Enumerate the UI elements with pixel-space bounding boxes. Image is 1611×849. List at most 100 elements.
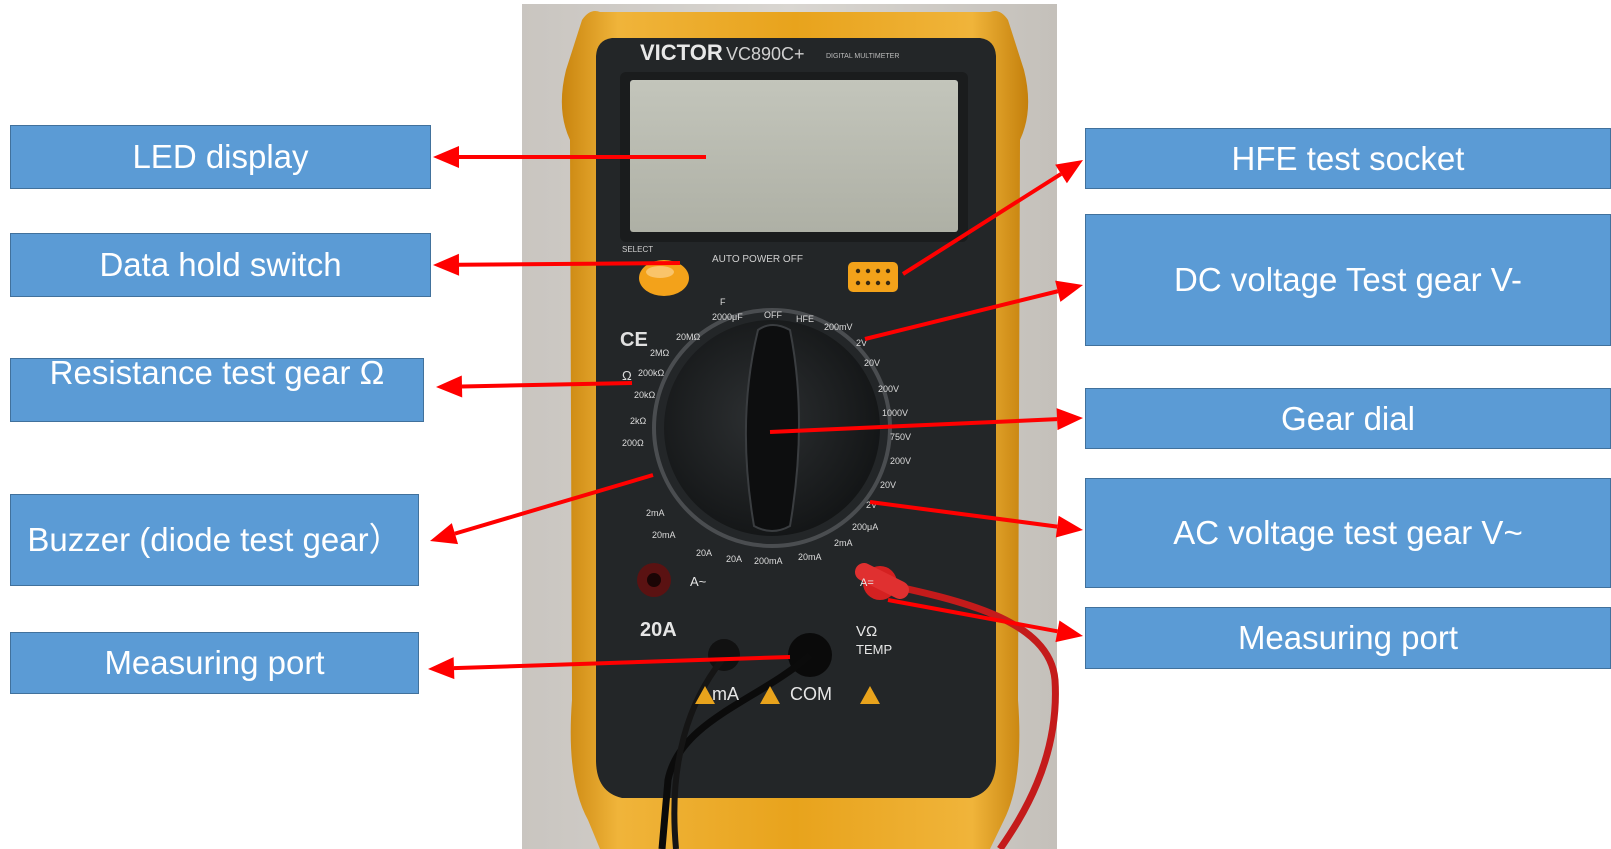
jack-20a-inner bbox=[647, 573, 661, 587]
port-label-a-ac: A~ bbox=[690, 574, 707, 589]
callout-arrows bbox=[428, 146, 1083, 680]
arrow-resistance-test-gear-head bbox=[436, 375, 463, 398]
label-gear-dial-text: Gear dial bbox=[1281, 399, 1415, 437]
warning-triangle-v bbox=[860, 686, 880, 704]
lcd-screen bbox=[630, 80, 958, 232]
dial-label-200ua: 200μA bbox=[852, 522, 878, 532]
dial-label-ac200v: 200V bbox=[890, 456, 911, 466]
dial-label-200ohm: 200Ω bbox=[622, 438, 644, 448]
port-label-temp: TEMP bbox=[856, 642, 892, 657]
dial-label-2v: 2V bbox=[856, 338, 867, 348]
brand-text: VICTOR bbox=[640, 40, 723, 65]
arrow-gear-dial-head bbox=[1056, 408, 1083, 431]
label-led-display: LED display bbox=[10, 125, 431, 189]
dial-label-off: OFF bbox=[764, 310, 782, 320]
dial-label-2ma: 2mA bbox=[834, 538, 853, 548]
arrow-data-hold-switch bbox=[433, 253, 681, 276]
label-resistance-test-gear: Resistance test gear Ω bbox=[10, 358, 424, 422]
label-data-hold-switch-text: Data hold switch bbox=[99, 246, 342, 283]
jack-ma[interactable] bbox=[708, 639, 740, 671]
dial-label-200v: 200V bbox=[878, 384, 899, 394]
dial-label-cap: 2000μF bbox=[712, 312, 743, 322]
label-hfe-test-socket-text: HFE test socket bbox=[1231, 139, 1465, 177]
model-subtitle-text: DIGITAL MULTIMETER bbox=[826, 53, 899, 60]
arrow-measuring-port-left-shaft bbox=[453, 655, 791, 671]
label-measuring-port-right-text: Measuring port bbox=[1237, 619, 1459, 656]
port-label-ma: mA bbox=[712, 684, 739, 704]
arrow-data-hold-switch-head bbox=[433, 253, 460, 276]
red-probe-plug bbox=[855, 563, 909, 599]
arrow-gear-dial-shaft bbox=[769, 417, 1058, 434]
red-probe-lead bbox=[879, 579, 1059, 849]
ce-mark: CE bbox=[620, 329, 648, 351]
dial-label-left-2ma: 2mA bbox=[646, 508, 665, 518]
select-text: SELECT bbox=[622, 245, 653, 254]
black-probe-lead bbox=[658, 652, 813, 849]
label-led-display-text: LED display bbox=[132, 138, 309, 175]
arrow-buzzer-shaft bbox=[454, 473, 654, 536]
auto-power-off-text: AUTO POWER OFF bbox=[712, 254, 803, 265]
label-measuring-port-left-text: Measuring port bbox=[104, 644, 325, 681]
dial-label-left-20a: 20A bbox=[696, 548, 712, 558]
label-gear-dial: Gear dial bbox=[1085, 388, 1611, 449]
label-hfe-test-socket: HFE test socket bbox=[1085, 128, 1611, 189]
arrow-hfe-test-socket-shaft bbox=[901, 172, 1063, 276]
label-ac-voltage-test-gear: AC voltage test gear V~ bbox=[1085, 478, 1611, 588]
dial-label-ac20v: 20V bbox=[880, 480, 896, 490]
arrow-measuring-port-right-shaft bbox=[887, 598, 1058, 634]
warning-triangle-com bbox=[760, 686, 780, 704]
arrow-resistance-test-gear-shaft bbox=[461, 381, 633, 389]
dial-label-200mv: 200mV bbox=[824, 322, 853, 332]
model-text: VC890C+ bbox=[726, 44, 805, 64]
dial-label-1000v: 1000V bbox=[882, 408, 908, 418]
port-label-com: COM bbox=[790, 684, 832, 704]
arrow-measuring-port-left-head bbox=[428, 657, 455, 680]
dial-label-20v: 20V bbox=[864, 358, 880, 368]
arrow-resistance-test-gear bbox=[436, 375, 633, 398]
hfe-socket bbox=[848, 262, 898, 292]
label-buzzer-text: Buzzer (diode test gear） bbox=[27, 521, 402, 558]
arrow-hfe-test-socket-head bbox=[1055, 160, 1083, 184]
arrow-led-display bbox=[433, 146, 706, 168]
port-label-20a: 20A bbox=[640, 619, 677, 641]
hold-button[interactable] bbox=[639, 260, 689, 296]
arrow-measuring-port-right bbox=[887, 598, 1083, 643]
arrow-ac-voltage-test-gear-shaft bbox=[869, 500, 1058, 529]
label-ac-voltage-test-gear-text: AC voltage test gear V~ bbox=[1173, 514, 1523, 551]
arrow-dc-voltage-test-gear-head bbox=[1055, 280, 1083, 302]
warning-triangle-ma bbox=[695, 686, 715, 704]
label-resistance-test-gear-text: Resistance test gear Ω bbox=[49, 358, 385, 391]
arrow-buzzer bbox=[430, 473, 654, 545]
arrow-buzzer-head bbox=[430, 523, 459, 545]
dial-label-2mohm: 2MΩ bbox=[650, 348, 670, 358]
hold-button-highlight bbox=[646, 266, 674, 278]
dial-label-20a: 20A bbox=[726, 554, 742, 564]
dial-label-200kohm: 200kΩ bbox=[638, 368, 665, 378]
arrow-led-display-head bbox=[433, 146, 459, 168]
arrow-measuring-port-right-head bbox=[1055, 620, 1083, 643]
hfe-socket-holes bbox=[855, 268, 891, 286]
label-data-hold-switch: Data hold switch bbox=[10, 233, 431, 297]
port-label-vohm: VΩ bbox=[856, 623, 877, 640]
dial-label-20ma: 20mA bbox=[798, 552, 822, 562]
label-measuring-port-right: Measuring port bbox=[1085, 607, 1611, 669]
dial-label-750v: 750V bbox=[890, 432, 911, 442]
port-label-a-dc: A= bbox=[860, 577, 874, 589]
dial-label-f: F bbox=[720, 297, 726, 307]
arrow-ac-voltage-test-gear-head bbox=[1055, 515, 1083, 538]
arrow-hfe-test-socket bbox=[901, 160, 1083, 276]
arrow-gear-dial bbox=[769, 408, 1083, 434]
black-probe-lead-2 bbox=[671, 658, 725, 849]
label-measuring-port-left: Measuring port bbox=[10, 632, 419, 694]
label-buzzer: Buzzer (diode test gear） bbox=[10, 494, 419, 586]
dial-label-left-20ma: 20mA bbox=[652, 530, 676, 540]
arrow-dc-voltage-test-gear bbox=[864, 280, 1083, 341]
arrow-measuring-port-left bbox=[428, 655, 791, 680]
dial-label-20mohm: 20MΩ bbox=[676, 332, 701, 342]
dial-label-hfe: HFE bbox=[796, 314, 814, 324]
label-dc-voltage-test-gear: DC voltage Test gear V- bbox=[1085, 214, 1611, 346]
dial-label-ac2v: 2V bbox=[866, 500, 877, 510]
dial-grip bbox=[744, 324, 800, 532]
